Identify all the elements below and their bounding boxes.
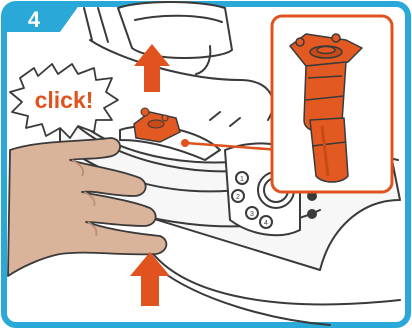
zoom-inset	[272, 16, 392, 192]
step-number: 4	[28, 7, 41, 32]
click-label: click!	[35, 87, 94, 113]
control-number-1: 1	[240, 176, 244, 183]
control-number-4: 4	[264, 220, 268, 227]
control-number-2: 2	[236, 194, 240, 201]
control-number-3: 3	[250, 211, 254, 218]
